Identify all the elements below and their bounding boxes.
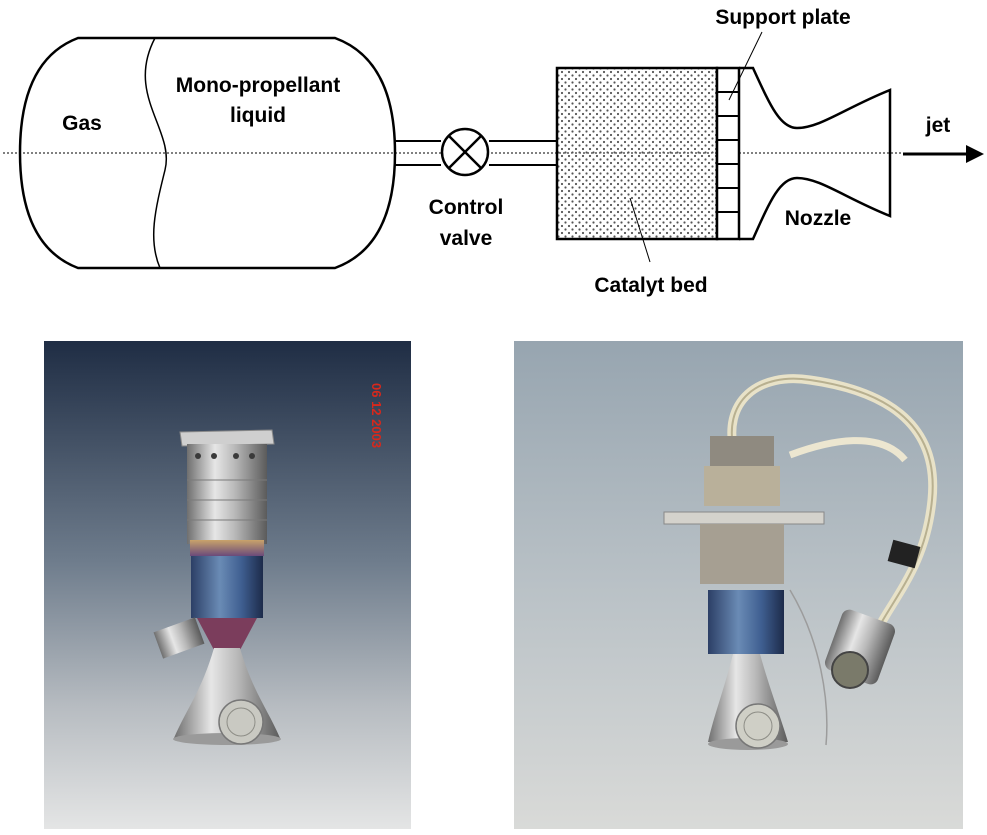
jet-arrow-icon xyxy=(903,145,984,163)
label-liquid: liquid xyxy=(230,104,286,127)
label-valve: valve xyxy=(440,227,493,250)
thruster-schematic: Gas Mono-propellant liquid Control valve… xyxy=(3,6,984,297)
label-mono-propellant: Mono-propellant xyxy=(176,74,340,97)
catalyst-bed xyxy=(555,66,719,241)
support-plate-leader xyxy=(728,31,763,101)
nozzle xyxy=(739,66,892,241)
label-catalyst-bed: Catalyt bed xyxy=(594,274,707,297)
control-valve-icon xyxy=(440,127,490,177)
label-jet: jet xyxy=(925,114,951,137)
label-gas: Gas xyxy=(62,112,102,135)
support-plate xyxy=(715,66,741,241)
photo-date-stamp: 06 12 2003 xyxy=(369,383,384,448)
label-nozzle: Nozzle xyxy=(785,207,852,230)
photo-thruster-right xyxy=(514,341,963,829)
gas-liquid-interface xyxy=(144,37,168,269)
photo-thruster-left: 06 12 2003 xyxy=(44,341,411,829)
propellant-tank xyxy=(18,36,397,270)
label-control: Control xyxy=(429,196,504,219)
catalyst-bed-leader xyxy=(629,197,651,263)
label-support-plate: Support plate xyxy=(715,6,850,29)
feed-pipe xyxy=(395,140,557,166)
